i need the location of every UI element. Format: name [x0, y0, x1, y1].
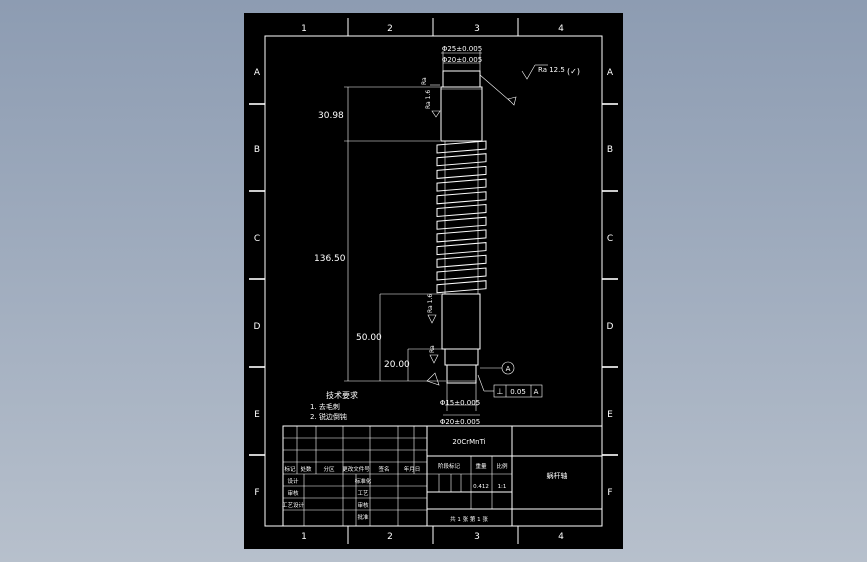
header-change-doc: 更改文件号	[342, 465, 370, 473]
weight-value: 0.412	[473, 484, 489, 490]
shaft-part[interactable]	[436, 70, 487, 384]
tolerance-frame	[493, 384, 543, 398]
zone-labels: 1 2 3 4 1 2 3 4 A B C D E F A B C D E F	[254, 24, 614, 542]
tolerance-symbol: ⊥	[497, 387, 504, 396]
col-label-bottom-2: 2	[387, 532, 393, 542]
tolerance-value: 0.05	[510, 388, 526, 396]
col-label-bottom-3: 3	[474, 532, 480, 542]
thread-tooth	[436, 178, 487, 192]
row-standardization: 标准化	[355, 477, 372, 485]
header-zone: 分区	[323, 465, 335, 473]
datum-label: A	[506, 365, 511, 373]
engineering-drawing-canvas[interactable]: 1 2 3 4 1 2 3 4 A B C D E F A B C D E F	[244, 13, 623, 549]
top-diameter-dims: Φ25±0.005 Φ20±0.005	[441, 45, 482, 71]
row-label-left-a: A	[254, 68, 261, 78]
row-label-left-b: B	[254, 145, 260, 155]
row-label-right-c: C	[607, 234, 613, 244]
row-label-right-e: E	[607, 410, 613, 420]
worm-thread	[436, 140, 487, 294]
thread-tooth	[436, 203, 487, 218]
col-label-top-4: 4	[558, 24, 564, 34]
thread-tooth	[436, 216, 487, 230]
notes-title: 技术要求	[326, 390, 358, 400]
datum-and-tolerance: A ⊥ 0.05 A	[477, 361, 543, 398]
header-count: 处数	[300, 465, 312, 473]
roughness-general-paren: (✓)	[567, 67, 580, 76]
roughness-general: Ra 12.5	[538, 66, 565, 74]
thread-tooth	[436, 191, 487, 205]
datum-circle	[501, 361, 515, 375]
thread-tooth	[436, 280, 487, 294]
row-approve: 批准	[357, 513, 369, 521]
scale-header: 比例	[496, 462, 508, 470]
row-label-right-f: F	[607, 488, 612, 498]
roughness-neck: Ra	[429, 345, 436, 353]
title-material: 20CrMnTi	[452, 438, 485, 446]
thread-tooth	[436, 229, 487, 243]
title-part-name: 蜗杆轴	[547, 471, 568, 480]
col-label-top-2: 2	[387, 24, 393, 34]
stage-header: 阶段标记	[438, 462, 461, 470]
thread-tooth	[436, 267, 487, 281]
shaft-top-journal	[440, 86, 483, 142]
col-label-top-1: 1	[301, 24, 307, 34]
zone-ticks	[249, 18, 618, 544]
row-review: 审核	[287, 489, 299, 497]
row-audit: 审核	[357, 501, 369, 509]
length-dimensions: 30.98 136.50 50.00 20.00	[314, 86, 446, 382]
header-date: 年月日	[404, 465, 421, 473]
title-block[interactable]: 20CrMnTi 蜗杆轴 标记 处数 分区 更改文件号 签名 年月日 阶段标记 …	[282, 425, 603, 527]
col-label-bottom-1: 1	[301, 532, 307, 542]
thread-tooth	[436, 242, 487, 256]
row-label-left-f: F	[254, 488, 259, 498]
thread-tooth	[436, 153, 487, 167]
notes-item-1: 1. 去毛刺	[310, 402, 340, 411]
weight-header: 重量	[475, 462, 487, 470]
row-process: 工艺	[357, 490, 369, 497]
row-label-right-a: A	[607, 68, 614, 78]
header-mark: 标记	[284, 465, 296, 473]
row-design: 设计	[287, 477, 299, 485]
dim-end-section: 20.00	[384, 360, 410, 370]
row-label-right-b: B	[607, 145, 613, 155]
dim-top-inner-diameter: Φ20±0.005	[442, 56, 482, 64]
roughness-journal-top: Ra 1.6	[425, 90, 432, 109]
inner-frame	[264, 35, 603, 527]
roughness-top-local: Ra	[421, 77, 428, 85]
dim-top-outer-diameter: Φ25±0.005	[442, 45, 482, 53]
col-label-bottom-4: 4	[558, 532, 564, 542]
dim-lower-section: 50.00	[356, 333, 382, 343]
dim-bottom-outer-diameter: Φ20±0.005	[440, 418, 480, 426]
shaft-top-end	[442, 70, 481, 88]
shaft-lower-journal	[441, 293, 481, 350]
thread-tooth	[436, 254, 487, 268]
shaft-neck	[444, 348, 479, 366]
lower-roughness-marks: Ra 1.6 Ra	[426, 294, 440, 386]
header-signature: 签名	[378, 465, 389, 473]
thread-tooth	[436, 140, 487, 154]
dim-thread-length: 136.50	[314, 254, 346, 264]
roughness-lower-journal: Ra 1.6	[427, 294, 434, 313]
dim-bottom-inner-diameter: Φ15±0.005	[440, 399, 480, 407]
row-label-left-d: D	[254, 322, 261, 332]
row-process-design: 工艺设计	[282, 501, 305, 509]
top-chamfer-callouts: Ra Ra 1.6	[421, 74, 517, 118]
row-label-left-e: E	[254, 410, 260, 420]
drawing-sheet[interactable]: 1 2 3 4 1 2 3 4 A B C D E F A B C D E F	[244, 13, 623, 549]
sheet-info: 共 1 张 第 1 张	[450, 515, 488, 523]
general-roughness-symbol: Ra 12.5 (✓)	[521, 64, 580, 80]
scale-value: 1:1	[498, 484, 507, 490]
thread-tooth	[436, 165, 487, 179]
bottom-diameter-dims: Φ15±0.005 Φ20±0.005	[440, 383, 480, 426]
technical-notes: 技术要求 1. 去毛刺 2. 锐边倒钝	[310, 390, 358, 421]
dim-top-shoulder: 30.98	[318, 111, 344, 121]
shaft-bottom-end	[446, 364, 477, 384]
notes-item-2: 2. 锐边倒钝	[310, 412, 347, 421]
col-label-top-3: 3	[474, 24, 480, 34]
row-label-right-d: D	[607, 322, 614, 332]
row-label-left-c: C	[254, 234, 260, 244]
tolerance-ref: A	[534, 388, 539, 396]
